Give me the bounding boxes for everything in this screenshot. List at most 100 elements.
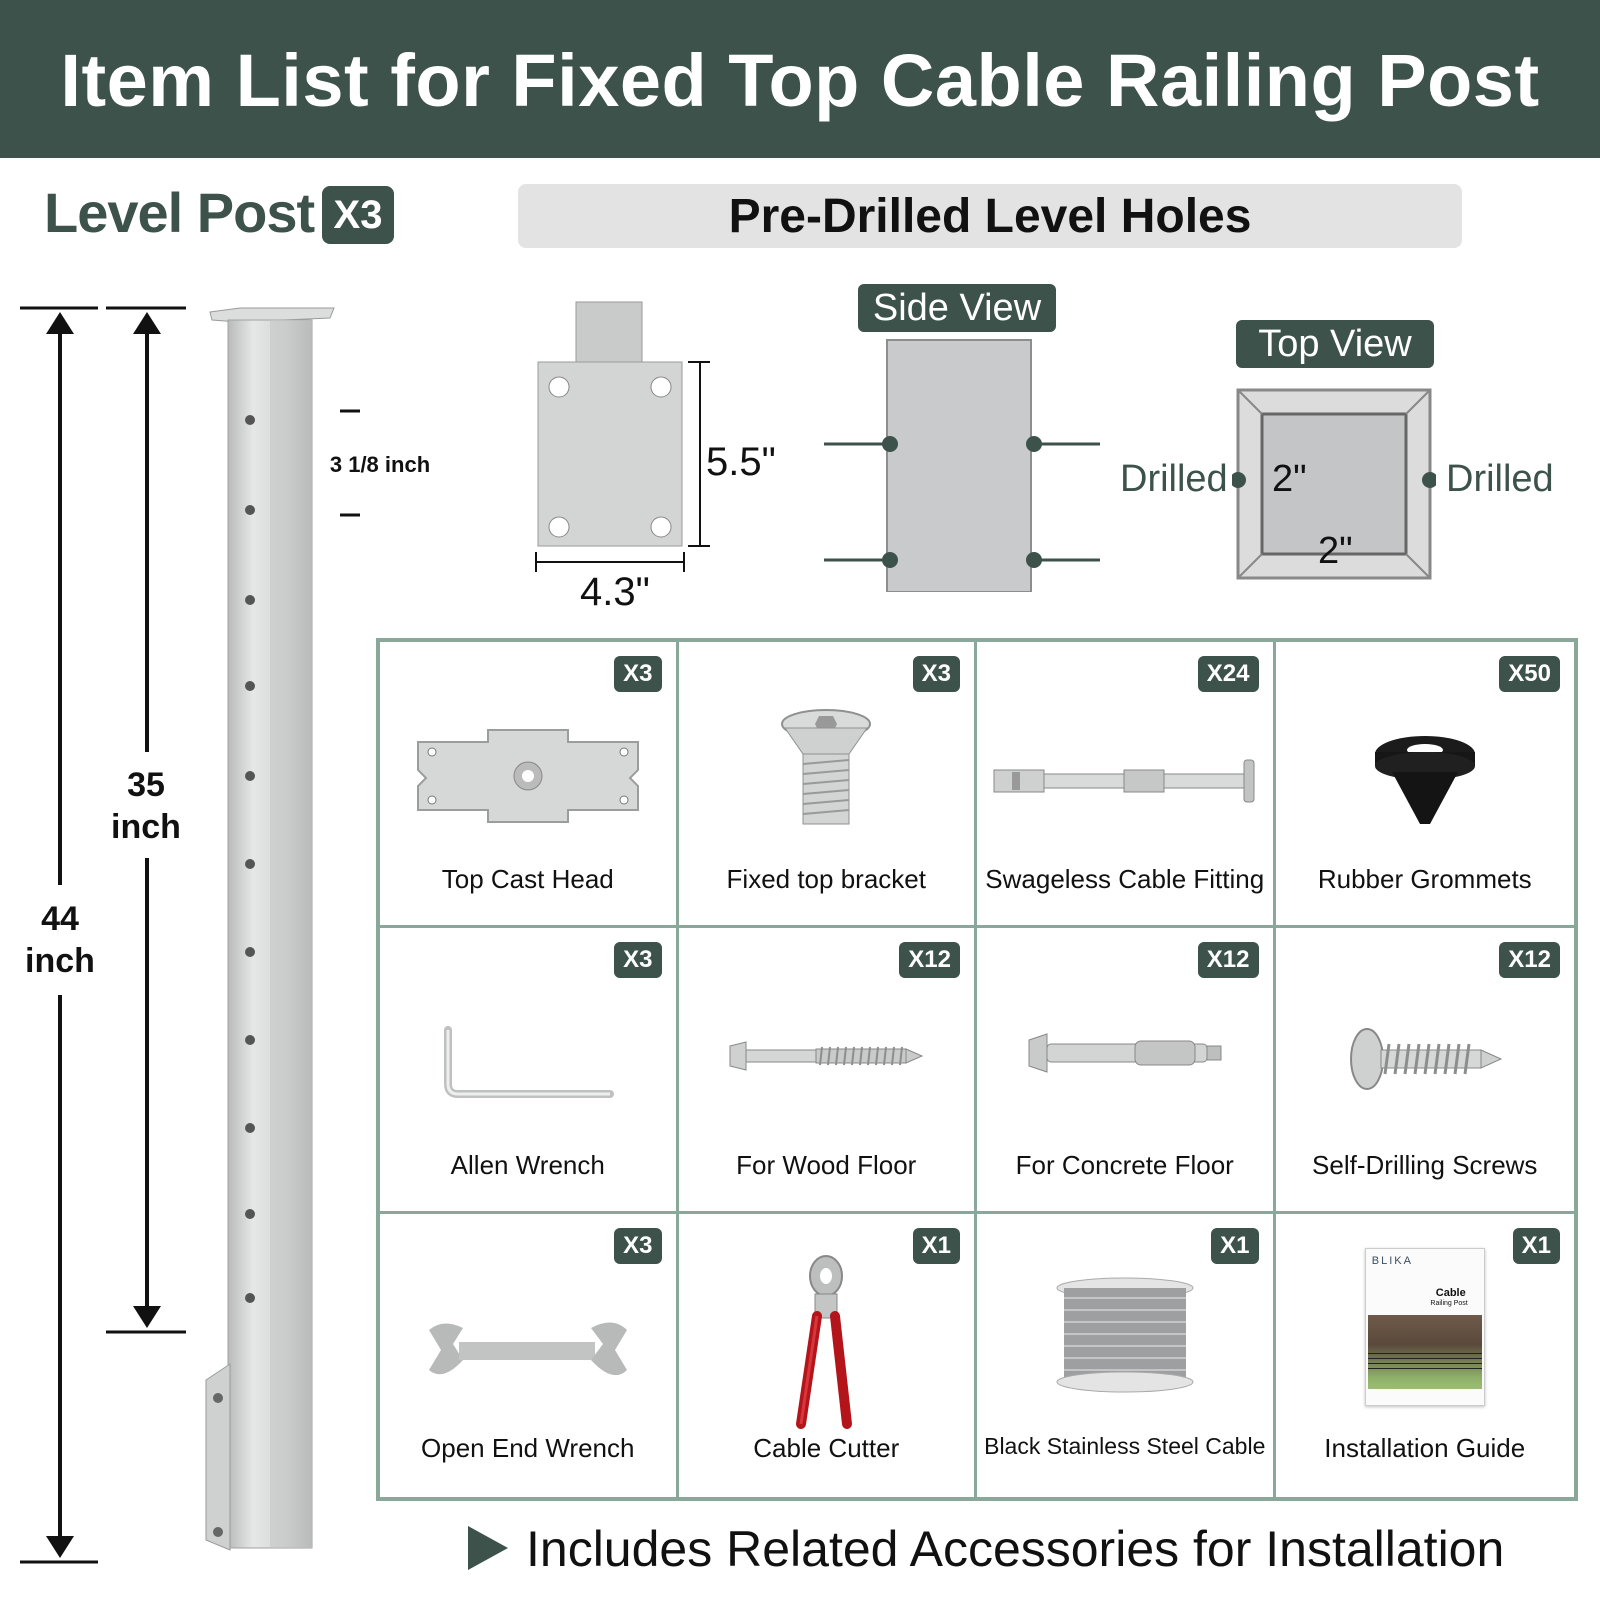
item-label: Installation Guide xyxy=(1324,1433,1526,1463)
hole-spacing-label: 3 1/8 inch xyxy=(329,452,431,477)
grommet-icon-wrapper xyxy=(1276,728,1575,843)
side-view-drawing xyxy=(824,339,1100,592)
play-triangle-icon xyxy=(468,1526,508,1570)
bolt-icon-wrapper xyxy=(679,706,975,841)
cable-height-value: 35 xyxy=(127,766,165,804)
base-plate-drawing xyxy=(537,301,710,547)
post-hole xyxy=(245,947,255,957)
allen-wrench-icon-wrapper xyxy=(380,1024,676,1109)
post-hole xyxy=(245,1035,255,1045)
top-view-drawing xyxy=(1232,388,1436,580)
item-label: For Concrete Floor xyxy=(1015,1150,1234,1180)
top-view-dim-b: 2" xyxy=(1318,530,1353,572)
level-post-image xyxy=(205,307,335,1551)
screw-icon xyxy=(1345,1024,1505,1099)
grommet-icon xyxy=(1370,728,1480,843)
item-quantity-badge: X12 xyxy=(899,942,960,978)
top-cast-head-icon-wrapper xyxy=(380,722,676,837)
anchor-bolt-icon xyxy=(1025,1028,1225,1083)
item-label: Swageless Cable Fitting xyxy=(985,864,1265,894)
post-hole xyxy=(245,859,255,869)
item-quantity-badge: X3 xyxy=(912,656,960,692)
item-quantity-badge: X1 xyxy=(1512,1228,1560,1264)
level-post-title: Level Post xyxy=(44,181,315,244)
item-quantity-badge: X3 xyxy=(614,942,662,978)
cable-height-unit: inch xyxy=(111,808,181,846)
cable-cutter-icon-wrapper xyxy=(679,1254,975,1439)
total-height-unit: inch xyxy=(25,942,95,980)
top-view-dim-a: 2" xyxy=(1272,458,1307,500)
item-quantity-badge: X3 xyxy=(614,656,662,692)
item-label: Allen Wrench xyxy=(450,1150,605,1180)
item-label: Rubber Grommets xyxy=(1317,864,1532,894)
item-quantity-badge: X3 xyxy=(614,1228,662,1264)
screw-icon-wrapper xyxy=(1276,1024,1575,1099)
open-end-wrench-icon xyxy=(423,1316,633,1391)
top-cast-head-icon xyxy=(398,722,658,837)
guide-brand: BLIKA xyxy=(1371,1255,1413,1267)
item-label: Fixed top bracket xyxy=(726,864,926,894)
total-height-label: 44 inch xyxy=(10,898,110,982)
open-end-wrench-icon-wrapper xyxy=(380,1316,676,1391)
post-hole xyxy=(245,771,255,781)
cable-height-label: 35 inch xyxy=(96,764,196,848)
item-quantity-badge: X24 xyxy=(1197,656,1259,692)
guide-title: Cable xyxy=(1435,1287,1466,1299)
cable-fitting-icon xyxy=(990,750,1260,815)
total-height-value: 44 xyxy=(41,900,79,938)
item-label: Self-Drilling Screws xyxy=(1312,1150,1538,1180)
item-label: Top Cast Head xyxy=(441,864,614,894)
cable-spool-icon xyxy=(1050,1274,1200,1399)
plate-height-label: 5.5" xyxy=(706,440,776,484)
item-label: Cable Cutter xyxy=(753,1433,900,1463)
item-label: Open End Wrench xyxy=(421,1433,635,1463)
post-hole xyxy=(245,505,255,515)
anchor-bolt-icon-wrapper xyxy=(977,1028,1273,1083)
holes-section-title: Pre-Drilled Level Holes xyxy=(728,190,1252,243)
header-banner xyxy=(0,0,1600,158)
side-view-tag: Side View xyxy=(858,284,1056,332)
lag-screw-icon-wrapper xyxy=(679,1036,975,1081)
guide-subtitle: Railing Post xyxy=(1430,1300,1468,1307)
level-post-quantity-badge: X3 xyxy=(322,186,394,244)
guide-cover-railing xyxy=(1367,1349,1482,1373)
item-quantity-badge: X1 xyxy=(912,1228,960,1264)
item-quantity-badge: X12 xyxy=(1499,942,1560,978)
post-hole xyxy=(245,681,255,691)
post-hole xyxy=(245,415,255,425)
lag-screw-icon xyxy=(726,1036,926,1081)
top-view-tag: Top View xyxy=(1236,320,1434,368)
item-quantity-badge: X1 xyxy=(1211,1228,1259,1264)
item-quantity-badge: X50 xyxy=(1499,656,1560,692)
footer-note: Includes Related Accessories for Install… xyxy=(526,1521,1505,1577)
post-dimension-lines xyxy=(20,306,360,1564)
cable-cutter-icon xyxy=(791,1254,861,1439)
drilled-left-label: Drilled xyxy=(1120,458,1228,500)
page-title: Item List for Fixed Top Cable Railing Po… xyxy=(60,39,1540,122)
bolt-icon xyxy=(771,706,881,841)
item-quantity-badge: X12 xyxy=(1197,942,1259,978)
cable-fitting-icon-wrapper xyxy=(977,750,1273,815)
post-hole xyxy=(245,1209,255,1219)
cable-spool-icon-wrapper xyxy=(977,1274,1273,1399)
base-plate-width-line xyxy=(535,552,685,572)
holes-section-bar xyxy=(518,184,1462,248)
item-label: For Wood Floor xyxy=(736,1150,917,1180)
plate-width-label: 4.3" xyxy=(580,570,650,614)
allen-wrench-icon xyxy=(438,1024,618,1109)
post-hole xyxy=(245,1293,255,1303)
post-hole xyxy=(245,1123,255,1133)
item-label: Black Stainless Steel Cable xyxy=(984,1433,1266,1459)
